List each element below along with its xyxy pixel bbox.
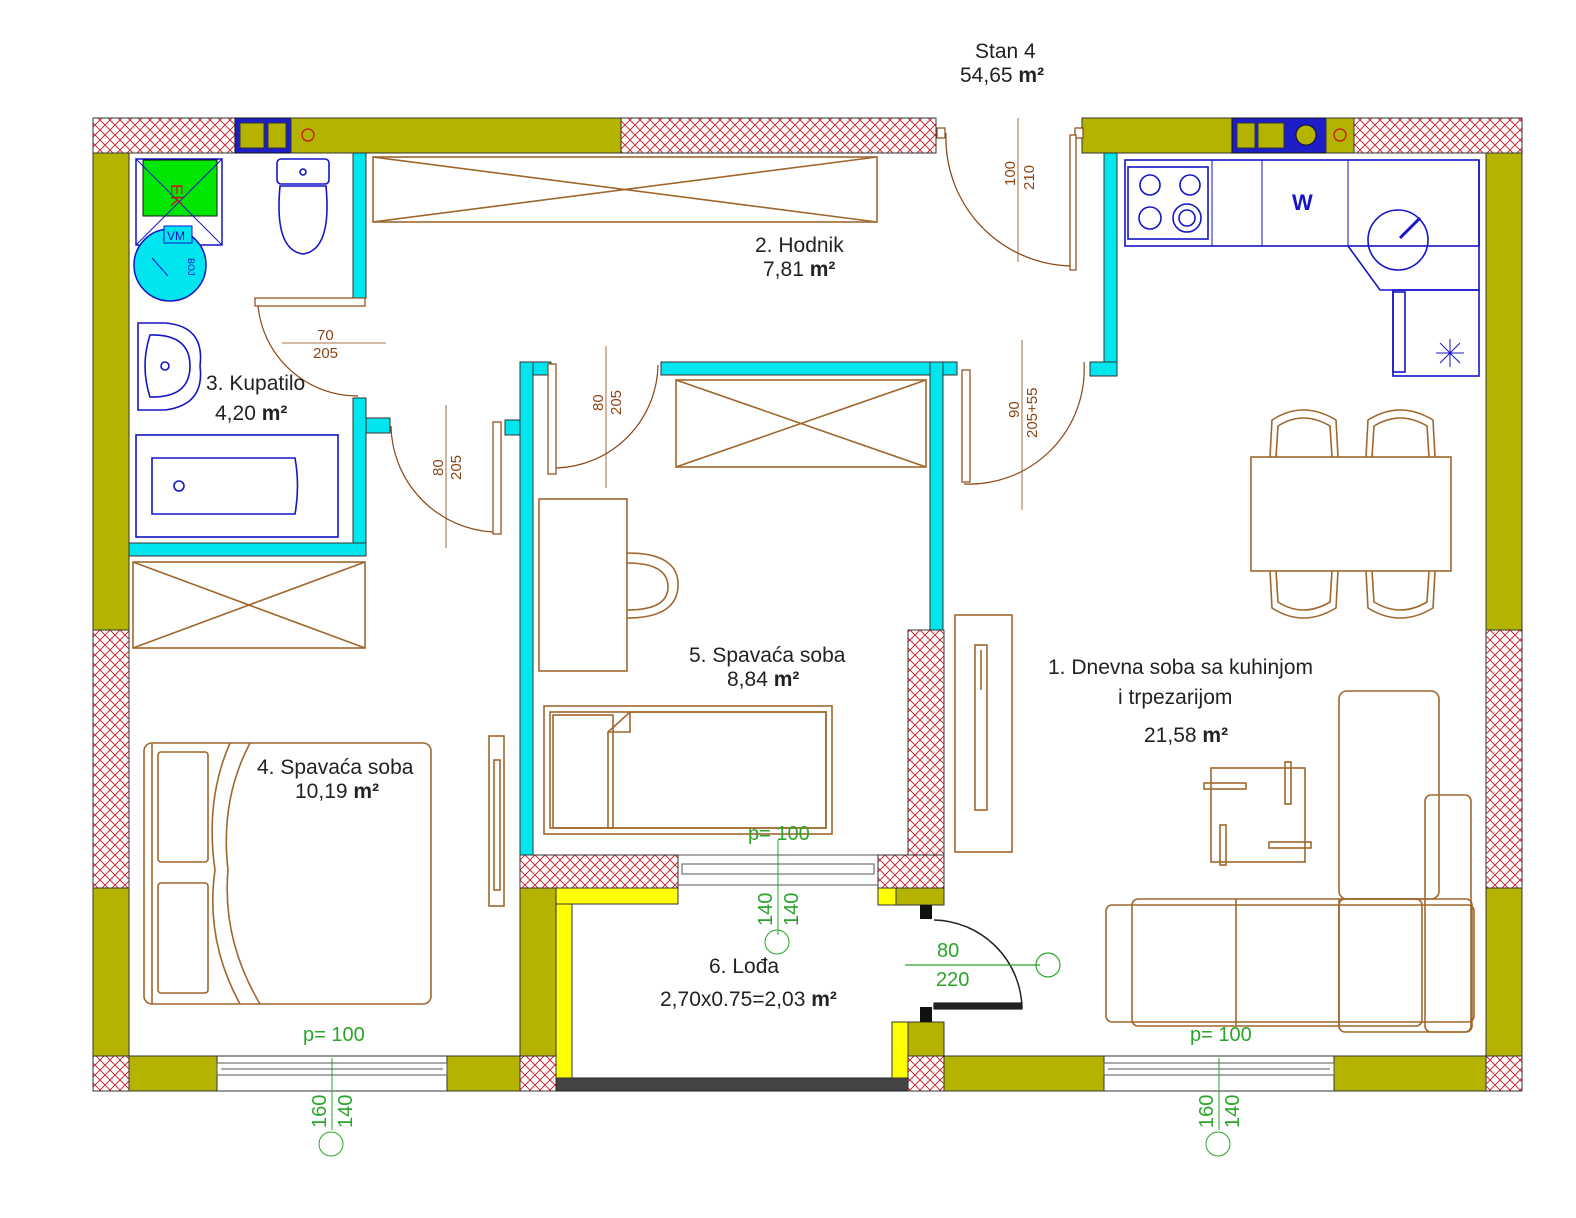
window-bedroom4 [216,1058,448,1130]
apartment-name: Stan 4 [975,40,1036,63]
door-entrance-height: 210 [1021,165,1038,190]
room-1-label2: i trpezarijom [1118,686,1232,709]
wall-top-hatch-1 [92,117,236,154]
window-3-height: 140 [781,893,803,926]
window-2-height: 140 [1222,1095,1244,1128]
washer-w-label: W [1292,190,1313,215]
room-4-area: 10,19 m² [295,780,379,803]
apartment-area-unit: m² [1018,64,1044,87]
window-3-parapet: p= 100 [748,823,810,845]
window-1-width: 160 [309,1095,331,1128]
room-6-area: 2,70x0.75=2,03 m² [660,988,837,1011]
door-living-height: 205+55 [1024,388,1041,438]
room-3-area-value: 4,20 [215,402,256,425]
wall-top-hatch-2 [620,117,937,154]
room-2-area-unit: m² [810,258,836,281]
window-bedroom5 [677,840,879,935]
bedroom4-furniture [143,735,505,1005]
window-3-width: 140 [755,893,777,926]
window-2-parapet: p= 100 [1190,1024,1252,1046]
door-bath-width: 70 [317,327,334,344]
door-bath-height: 205 [313,345,338,362]
door-dimensions: 100 210 70 205 80 205 80 205 90 205+55 8… [313,161,1041,991]
door-loggia-width: 80 [937,940,959,962]
apartment-area-value: 54,65 [960,64,1013,87]
labels: Stan 4 54,65 m² 2. Hodnik 7,81 m² 3. Kup… [206,40,1313,1011]
room-2-area-value: 7,81 [763,258,804,281]
door-bed4-width: 80 [430,459,447,476]
room-5-area-value: 8,84 [727,668,768,691]
room-6-label: 6. Lođa [709,955,779,978]
doors [254,118,1085,1010]
door-bed5-height: 205 [608,390,625,415]
window-living [1103,1058,1335,1130]
room-3-area: 4,20 m² [215,402,287,425]
outer-walls [92,117,1523,1092]
room-4-area-unit: m² [353,780,379,803]
window-2-width: 160 [1196,1095,1218,1128]
room-4-label: 4. Spavaća soba [257,756,414,779]
wall-top-olive-1 [290,117,622,154]
room-6-area-value: 2,70x0.75=2,03 [660,988,805,1011]
living-furniture [954,614,1475,1033]
door-entrance-width: 100 [1002,161,1019,186]
room-3-area-unit: m² [262,402,288,425]
kitchen-sink [1367,209,1429,271]
window-labels: p= 100 160 140 p= 100 160 140 p= 100 140… [303,823,1252,1128]
room-3-label: 3. Kupatilo [206,372,305,395]
room-1-area-value: 21,58 [1144,724,1197,747]
window-1-parapet: p= 100 [303,1024,365,1046]
kitchen: W [1124,159,1480,377]
bedroom5-furniture [538,498,833,835]
room-2-label: 2. Hodnik [755,234,844,257]
wall-top-hatch-3 [1353,117,1523,154]
room-5-area-unit: m² [774,668,800,691]
washing-machine-label: VM [167,229,185,243]
room-1-area: 21,58 m² [1144,724,1228,747]
door-loggia-height: 220 [936,969,969,991]
room-5-area: 8,84 m² [727,668,799,691]
stove [1127,166,1209,240]
door-bed5-width: 80 [590,394,607,411]
room-4-area-value: 10,19 [295,780,348,803]
heater-sign-label: BOJ [186,258,196,276]
room-5-label: 5. Spavaća soba [689,644,846,667]
room-1-label: 1. Dnevna soba sa kuhinjom [1048,656,1313,679]
bathroom-fixtures: EK VM BOJ [133,158,339,538]
dining-set [1250,409,1452,619]
apartment-area: 54,65 m² [960,64,1044,87]
room-2-area: 7,81 m² [763,258,835,281]
wall-top-olive-2 [1081,117,1233,154]
interior-walls [128,152,1118,1079]
room-1-area-unit: m² [1202,724,1228,747]
window-1-height: 140 [335,1095,357,1128]
wardrobes [132,156,927,649]
window-dimensions [318,929,1231,1157]
electric-heater-label: EK [167,184,186,207]
room-6-area-unit: m² [811,988,837,1011]
door-bed4-height: 205 [448,455,465,480]
door-living-width: 90 [1006,401,1023,418]
